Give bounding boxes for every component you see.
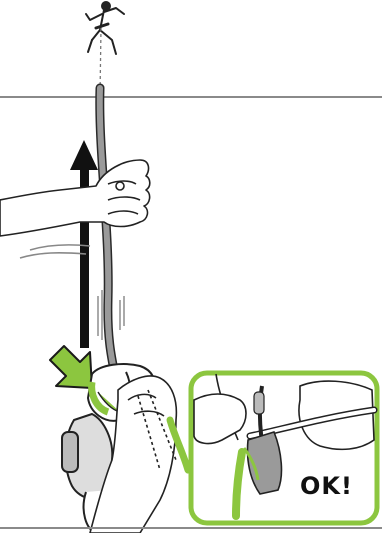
ok-label: OK! [300,472,353,500]
arrow-down-right-icon [50,346,92,388]
arrow-up-icon [70,140,98,348]
climber-figure-icon [86,2,124,54]
pulling-hand [0,160,150,258]
inset-panel [191,373,377,523]
